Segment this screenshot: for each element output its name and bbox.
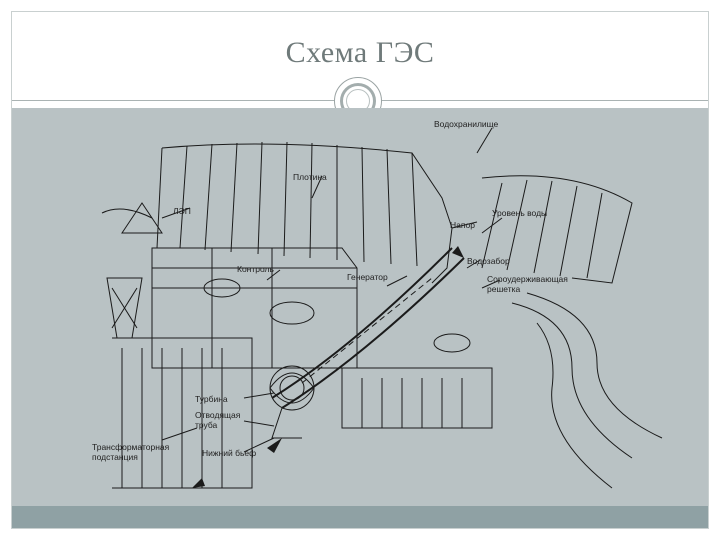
label-turbine: Турбина — [195, 394, 228, 404]
label-head: Напор — [450, 220, 475, 230]
label-control: Контроль — [237, 264, 274, 274]
label-generator: Генератор — [347, 272, 388, 282]
label-trash-rack: Сороудерживающая решетка — [487, 274, 568, 294]
label-transformer-substation: Трансформаторная подстанция — [92, 442, 170, 462]
label-power-line: ЛЭП — [173, 206, 191, 216]
label-dam: Плотина — [293, 172, 327, 182]
label-reservoir: Водохранилище — [434, 119, 499, 129]
label-water-intake: Водозабор — [467, 256, 510, 266]
hydro-plant-illustration — [101, 127, 663, 489]
diagram-panel: Водохранилище Плотина ЛЭП Напор Уровень … — [12, 108, 708, 506]
slide-title: Схема ГЭС — [285, 36, 435, 69]
footer-bar — [12, 506, 708, 528]
label-water-level: Уровень воды — [492, 208, 548, 218]
label-draft-tube: Отводящая труба — [195, 410, 241, 430]
label-tailwater: Нижний бьеф — [202, 448, 257, 458]
